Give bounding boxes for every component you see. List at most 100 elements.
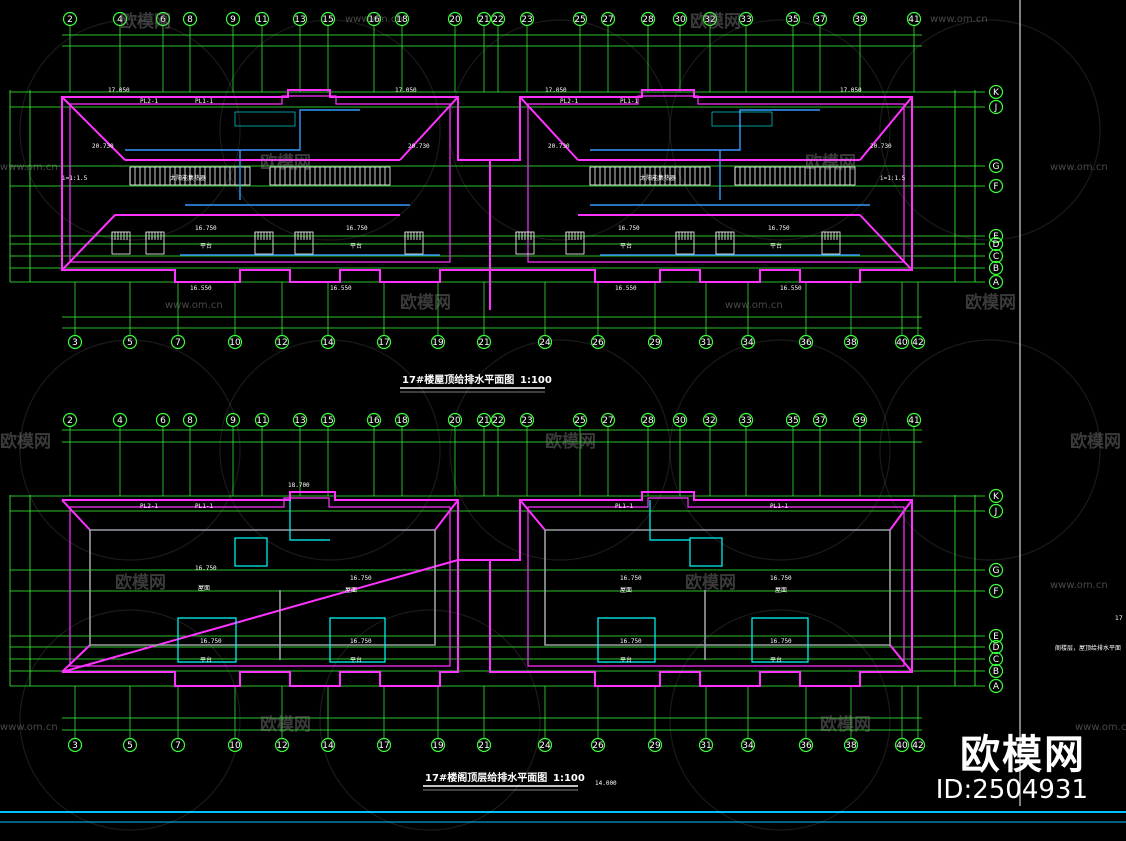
axis-bubble-top: 30	[672, 412, 688, 428]
pipe-label: PL1-1	[195, 503, 213, 510]
watermark-url: www.om.cn	[0, 162, 58, 173]
axis-label: 12	[276, 338, 287, 348]
axis-label: 25	[574, 416, 585, 426]
platform-label: 平台	[350, 242, 362, 250]
platform-label: 平台	[200, 242, 212, 250]
axis-bubble-bottom: 21	[476, 334, 492, 350]
roof-label: 屋面	[775, 587, 787, 594]
axis-bubble-top: 21	[476, 11, 492, 27]
axis-label: 19	[432, 741, 444, 751]
axis-bubble-bottom: 5	[122, 737, 138, 753]
brand-id: ID:2504931	[935, 775, 1088, 805]
axis-bubble-bottom: 34	[740, 737, 756, 753]
level-label: 17.050	[545, 87, 567, 94]
axis-label: 36	[800, 338, 812, 348]
platform-label: 平台	[620, 242, 632, 250]
axis-bubble-bottom: 7	[170, 334, 186, 350]
axis-label: 19	[432, 338, 444, 348]
plan-bottom-title: 17#楼阁顶层给排水平面图	[425, 771, 547, 784]
watermark-text: 欧模网	[0, 431, 51, 452]
axis-bubble-bottom: 29	[647, 334, 663, 350]
pipe-label: PL2-1	[560, 98, 578, 105]
axis-label: 2	[67, 15, 73, 25]
axis-bubble-bottom: 19	[430, 737, 446, 753]
watermark-text: 欧模网	[805, 152, 856, 173]
level-label: 20.730	[408, 143, 430, 150]
plan-top-title: 17#楼屋顶给排水平面图	[402, 373, 514, 386]
axis-bubble-bottom: 31	[698, 334, 714, 350]
axis-bubble-bottom: 12	[274, 334, 290, 350]
axis-bubble-top: 25	[572, 412, 588, 428]
axis-bubble-top: 2	[62, 412, 78, 428]
slope-label: i=1:1.5	[62, 175, 88, 182]
axis-label: B	[993, 667, 999, 677]
axis-label: 20	[449, 15, 461, 25]
level-label: 16.750	[350, 575, 372, 582]
level-label: 16.550	[615, 285, 637, 292]
axis-bubble-top: 41	[906, 11, 922, 27]
level-label: 16.550	[190, 285, 212, 292]
brand-logo-text: 欧模网	[960, 732, 1086, 778]
watermark-text: 欧模网	[1070, 431, 1121, 452]
axis-label: 33	[740, 15, 751, 25]
axis-label: 23	[521, 15, 532, 25]
axis-label: A	[993, 682, 1000, 692]
watermark-circles	[19, 19, 1101, 831]
pipe-label: PL1-1	[615, 503, 633, 510]
level-label: 16.750	[195, 565, 217, 572]
axis-label: F	[993, 182, 998, 192]
axis-label: 35	[787, 416, 798, 426]
axis-bubble-bottom: 38	[843, 334, 859, 350]
axis-label: 4	[117, 416, 123, 426]
axis-bubble-bottom: 21	[476, 737, 492, 753]
level-label: 20.730	[92, 143, 114, 150]
axis-bubble-top: 32	[702, 412, 718, 428]
axis-label: 10	[229, 741, 241, 751]
axis-bubble-top: 21	[476, 412, 492, 428]
axis-label: 15	[322, 15, 333, 25]
axis-label: 12	[276, 741, 287, 751]
axis-bubble-top: 32	[702, 11, 718, 27]
level-label: 20.730	[870, 143, 892, 150]
axis-bubble-side: K	[988, 84, 1004, 100]
axis-bubble-side: B	[988, 663, 1004, 679]
axis-label: 32	[704, 15, 715, 25]
axis-label: J	[994, 103, 998, 113]
watermark-text: 欧模网	[685, 572, 736, 593]
axis-bubble-bottom: 12	[274, 737, 290, 753]
watermark-text: 欧模网	[260, 714, 311, 735]
axis-bubble-side: G	[988, 158, 1004, 174]
axis-label: 34	[742, 741, 754, 751]
axis-label: J	[994, 507, 998, 517]
axis-bubble-top: 6	[155, 11, 171, 27]
axis-label: 11	[256, 15, 267, 25]
axis-bubble-bottom: 36	[798, 334, 814, 350]
axis-label: K	[993, 492, 1000, 502]
axis-bubble-top: 22	[490, 412, 506, 428]
axis-label: 28	[642, 416, 654, 426]
axis-bubble-bottom: 42	[910, 737, 926, 753]
axis-bubble-side: D	[988, 236, 1004, 252]
watermark-text: 欧模网	[260, 152, 311, 173]
axis-label: 7	[175, 338, 181, 348]
level-label: 16.750	[618, 225, 640, 232]
axis-label: 37	[814, 416, 825, 426]
axis-bubble-side: J	[988, 99, 1004, 115]
watermark-text: 欧模网	[965, 292, 1016, 313]
level-label: 16.550	[780, 285, 802, 292]
axis-label: 23	[521, 416, 532, 426]
axis-label: 14	[322, 741, 334, 751]
level-label: 16.550	[330, 285, 352, 292]
watermark-text: 欧模网	[400, 292, 451, 313]
axis-label: 30	[674, 15, 686, 25]
level-label: 16.750	[620, 575, 642, 582]
axis-label: 26	[592, 338, 604, 348]
level-label: 16.750	[346, 225, 368, 232]
level-label: 20.730	[548, 143, 570, 150]
axis-bubble-bottom: 24	[537, 737, 553, 753]
axis-label: 31	[700, 741, 711, 751]
axis-bubble-top: 33	[738, 11, 754, 27]
roof-label: 屋面	[620, 587, 632, 594]
